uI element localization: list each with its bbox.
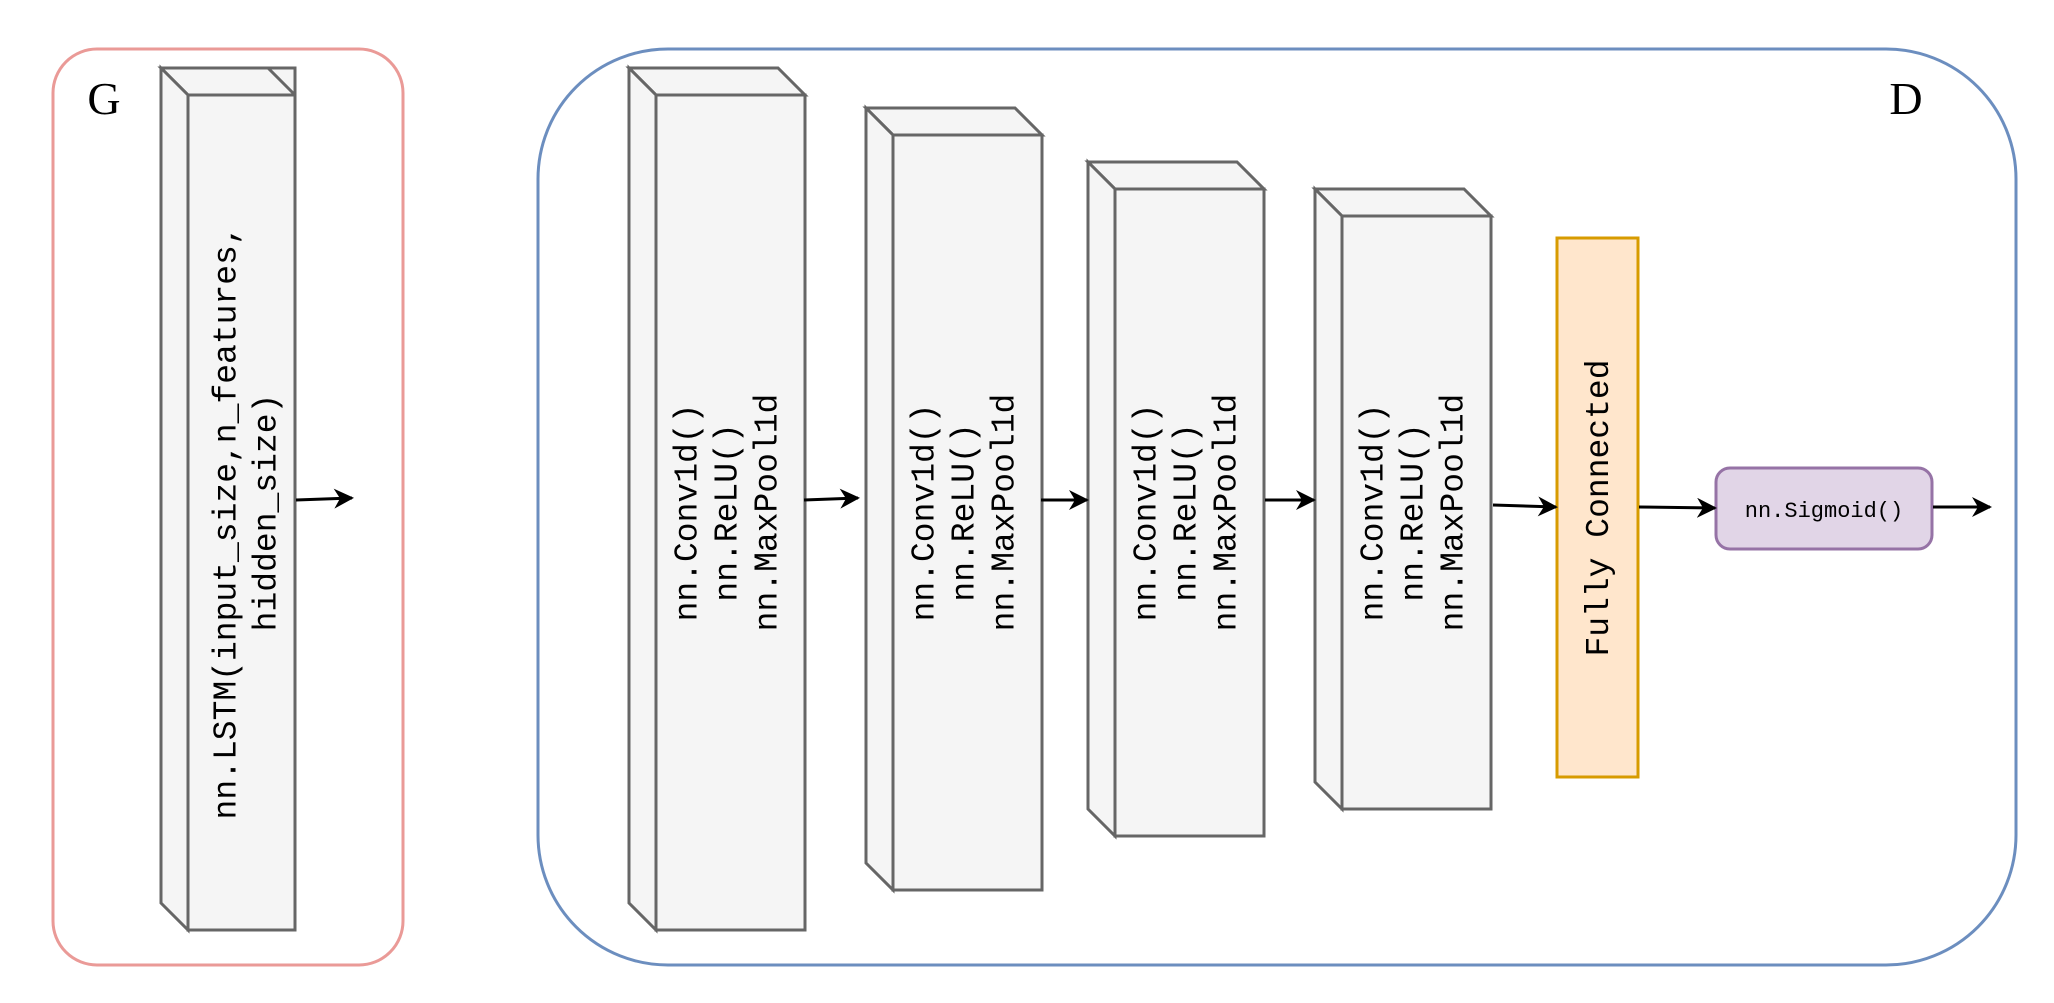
conv-block-4: nn.Conv1d()nn.ReLU()nn.MaxPool1d (1311, 185, 1495, 813)
conv-block-text: nn.Conv1d()nn.ReLU()nn.MaxPool1d (907, 394, 1024, 632)
conv-block-side-face (864, 104, 895, 894)
lstm-text-line-2: hidden_size) (249, 394, 286, 632)
arrows (295, 488, 1992, 518)
sigmoid-label: nn.Sigmoid() (1745, 499, 1903, 524)
generator-container: G (51, 47, 405, 967)
sigmoid-block: nn.Sigmoid() (1714, 466, 1934, 551)
conv-block-text-line-2: nn.ReLU() (947, 423, 984, 601)
conv-block-text-line-2: nn.ReLU() (1169, 423, 1206, 601)
conv-block-text-line-1: nn.Conv1d() (670, 404, 707, 622)
svg-text:nn.Conv1d()nn.ReLU()nn.MaxPool: nn.Conv1d()nn.ReLU()nn.MaxPool1d (1129, 394, 1246, 632)
arrow-fc-to-sigmoid (1638, 497, 1717, 518)
conv-block-text-line-3: nn.MaxPool1d (1436, 394, 1473, 632)
conv-block-top-face (1311, 187, 1495, 218)
conv-block-2: nn.Conv1d()nn.ReLU()nn.MaxPool1d (862, 104, 1046, 894)
conv-block-text-line-3: nn.MaxPool1d (1209, 394, 1246, 632)
conv-block-text-line-3: nn.MaxPool1d (750, 394, 787, 632)
lstm-block-side-face (159, 64, 190, 934)
fully-connected-block: Fully Connected (1555, 236, 1640, 779)
conv-block-text: nn.Conv1d()nn.ReLU()nn.MaxPool1d (670, 394, 787, 632)
conv-block-side-face (1086, 158, 1117, 840)
conv-block-top-face (1084, 160, 1268, 191)
conv-block-top-face (625, 66, 809, 97)
arrow-conv1-to-conv2 (803, 488, 860, 509)
conv-block-text-line-2: nn.ReLU() (1396, 423, 1433, 601)
conv-block-top-face (862, 106, 1046, 137)
conv-block-text-line-1: nn.Conv1d() (1356, 404, 1393, 622)
conv-block-text-line-2: nn.ReLU() (710, 423, 747, 601)
conv-block-front-face (654, 93, 807, 932)
lstm-layer-block: nn.LSTM(input_size,n_features, hidden_si… (157, 64, 297, 934)
lstm-block-text: nn.LSTM(input_size,n_features, hidden_si… (209, 206, 286, 820)
conv-block-3: nn.Conv1d()nn.ReLU()nn.MaxPool1d (1084, 158, 1268, 840)
discriminator-container: D (536, 47, 2018, 967)
conv-block-side-face (1313, 185, 1344, 813)
svg-text:nn.Conv1d()nn.ReLU()nn.MaxPool: nn.Conv1d()nn.ReLU()nn.MaxPool1d (670, 394, 787, 632)
arrow-conv4-to-fc (1492, 496, 1558, 517)
generator-border (51, 47, 405, 967)
conv-block-front-face (891, 133, 1044, 892)
svg-text:nn.Conv1d()nn.ReLU()nn.MaxPool: nn.Conv1d()nn.ReLU()nn.MaxPool1d (907, 394, 1024, 632)
svg-text:nn.LSTM(input_size,n_features,: nn.LSTM(input_size,n_features, hidden_si… (209, 206, 286, 820)
generator-label: G (87, 73, 120, 124)
conv-block-side-face (627, 64, 658, 934)
conv-block-text: nn.Conv1d()nn.ReLU()nn.MaxPool1d (1356, 394, 1473, 632)
lstm-block-front-face (186, 93, 297, 932)
conv-block-text-line-1: nn.Conv1d() (1129, 404, 1166, 622)
lstm-block-edge (161, 66, 297, 97)
conv-block-text: nn.Conv1d()nn.ReLU()nn.MaxPool1d (1129, 394, 1246, 632)
conv-block-1: nn.Conv1d()nn.ReLU()nn.MaxPool1d (625, 64, 809, 934)
lstm-text-line-1: nn.LSTM(input_size,n_features, (209, 225, 246, 819)
conv-block-front-face (1113, 187, 1266, 838)
conv-block-text-line-1: nn.Conv1d() (907, 404, 944, 622)
svg-text:nn.Conv1d()nn.ReLU()nn.MaxPool: nn.Conv1d()nn.ReLU()nn.MaxPool1d (1356, 394, 1473, 632)
discriminator-label: D (1889, 73, 1922, 124)
conv-block-front-face (1340, 214, 1493, 811)
arrow-lstm-out (295, 488, 354, 509)
discriminator-border (536, 47, 2018, 967)
fully-connected-label: Fully Connected (1581, 359, 1618, 656)
conv-block-text-line-3: nn.MaxPool1d (987, 394, 1024, 632)
